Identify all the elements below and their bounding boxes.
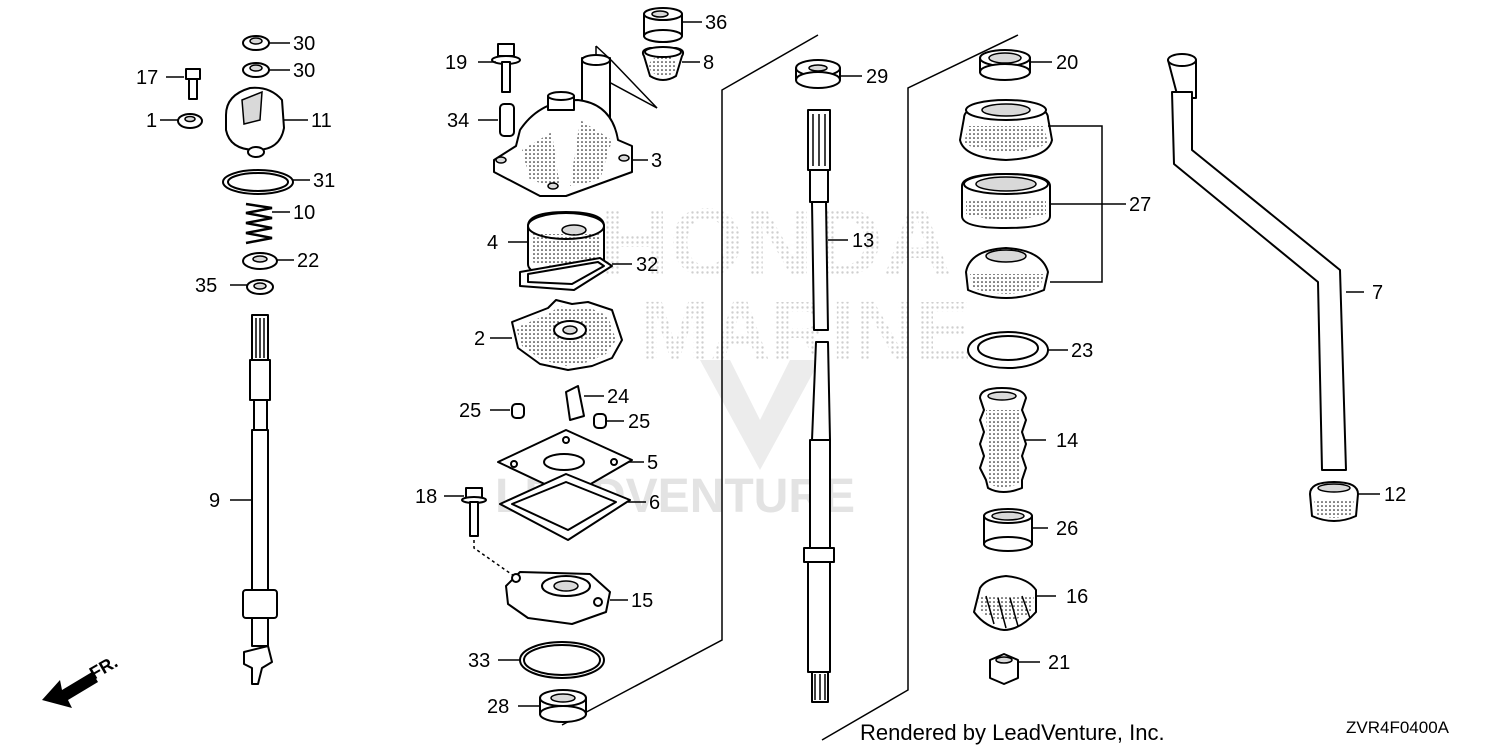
- front-arrow: FR.: [42, 652, 121, 708]
- callout-16: 16: [1066, 586, 1088, 608]
- callout-21: 21: [1048, 652, 1070, 674]
- part-29-seal: [795, 59, 862, 89]
- part-13-drive-shaft: [803, 109, 848, 703]
- callout-29: 29: [866, 66, 888, 88]
- callout-24: 24: [607, 386, 629, 408]
- panel-dividers: [561, 34, 1019, 741]
- callout-32: 32: [636, 254, 658, 276]
- callout-17: 17: [136, 67, 158, 89]
- part-30-washer-upper: [242, 35, 290, 51]
- render-credit: Rendered by LeadVenture, Inc.: [860, 720, 1165, 745]
- callout-23: 23: [1071, 340, 1093, 362]
- part-25-dowel-left: [490, 403, 525, 419]
- callout-6: 6: [649, 492, 660, 514]
- part-14-bellows: [979, 387, 1046, 493]
- callout-25-left: 25: [459, 400, 481, 422]
- part-18-bolt: [444, 487, 515, 577]
- part-3-pump-housing: [493, 54, 648, 197]
- callout-36: 36: [705, 12, 727, 34]
- part-24-key: [565, 385, 604, 421]
- callout-26: 26: [1056, 518, 1078, 540]
- part-26-needle-bearing: [983, 508, 1048, 552]
- callout-34: 34: [447, 110, 469, 132]
- part-21-nut: [989, 653, 1040, 685]
- part-17-bolt: [166, 68, 201, 100]
- part-33-o-ring: [498, 641, 605, 679]
- callout-15: 15: [631, 590, 653, 612]
- callout-28: 28: [487, 696, 509, 718]
- part-20-bearing-race: [979, 49, 1052, 81]
- callout-13: 13: [852, 230, 874, 252]
- callout-19: 19: [445, 52, 467, 74]
- callout-27: 27: [1129, 194, 1151, 216]
- callout-3: 3: [651, 150, 662, 172]
- part-32-gasket: [519, 257, 632, 291]
- callout-20: 20: [1056, 52, 1078, 74]
- part-19-bolt: [478, 43, 521, 93]
- callout-10: 10: [293, 202, 315, 224]
- callout-35: 35: [195, 275, 217, 297]
- part-35-clip: [230, 279, 274, 295]
- watermark-logo: [700, 360, 820, 470]
- part-7-water-tube: [1167, 53, 1364, 471]
- callout-8: 8: [703, 52, 714, 74]
- watermark: HONDA MARINE LEADVENTURE: [495, 189, 971, 523]
- part-30-washer-lower: [242, 62, 290, 78]
- part-31-o-ring: [222, 169, 310, 195]
- part-25-dowel-right: [593, 413, 624, 429]
- callout-31: 31: [313, 170, 335, 192]
- part-6-gasket: [499, 473, 646, 541]
- callout-11: 11: [311, 110, 332, 132]
- part-34-pin: [478, 103, 515, 137]
- callout-30-upper: 30: [293, 33, 315, 55]
- part-23-thrust-washer: [967, 331, 1068, 369]
- callout-12: 12: [1384, 484, 1406, 506]
- part-11-holder: [225, 86, 308, 158]
- part-1-washer: [160, 113, 203, 129]
- part-2-impeller: [490, 299, 623, 371]
- callout-5: 5: [647, 452, 658, 474]
- part-15-pump-base: [505, 571, 628, 625]
- callout-25-right: 25: [628, 411, 650, 433]
- part-22-washer: [242, 252, 294, 270]
- callout-2: 2: [474, 328, 485, 350]
- callout-18: 18: [415, 486, 437, 508]
- part-8-grommet: [641, 46, 700, 81]
- part-28-oil-seal: [518, 689, 587, 723]
- callout-22: 22: [297, 250, 319, 272]
- callout-9: 9: [209, 490, 220, 512]
- part-10-spring: [245, 202, 290, 245]
- part-36-grommet: [643, 7, 702, 43]
- diagram-code: ZVR4F0400A: [1346, 718, 1450, 737]
- callout-30-lower: 30: [293, 60, 315, 82]
- watermark-brand: HONDA: [600, 189, 952, 296]
- callout-labels: 30 30 17 1 11 31 10 22 35 9 19 34 36 8 3…: [136, 12, 1406, 718]
- callout-33: 33: [468, 650, 490, 672]
- part-16-pinion-gear: [973, 575, 1056, 631]
- callout-14: 14: [1056, 430, 1078, 452]
- callout-7: 7: [1372, 282, 1383, 304]
- callout-4: 4: [487, 232, 498, 254]
- callout-1: 1: [146, 110, 157, 132]
- part-9-shift-rod: [230, 314, 278, 685]
- part-27-bearing-set: [959, 99, 1126, 299]
- part-12-grommet: [1309, 481, 1380, 522]
